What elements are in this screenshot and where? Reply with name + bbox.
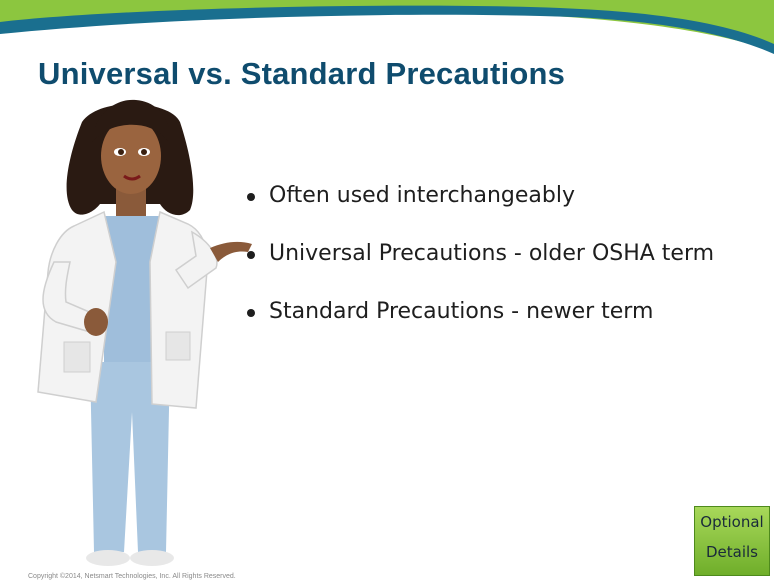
bullet-item: Often used interchangeably [247,178,714,214]
details-label: Details [705,543,758,561]
bullet-dot [247,309,255,317]
bullet-text: Standard Precautions - newer term [269,299,654,324]
bullet-text: Often used interchangeably [269,183,575,208]
optional-label: Optional [700,513,764,531]
bullet-dot [247,251,255,259]
doctor-illustration [37,99,252,566]
bullet-dot [247,193,255,201]
bullet-text: Universal Precautions - older OSHA term [269,241,715,266]
header-swoosh [0,0,774,54]
bullet-item: Universal Precautions - older OSHA term [247,236,714,272]
bullet-list: Often used interchangeably Universal Pre… [247,178,714,330]
copyright-text: Copyright ©2014, Netsmart Technologies, … [28,573,236,580]
optional-details-button[interactable]: Optional Details [694,506,770,576]
bullet-item: Standard Precautions - newer term [247,294,714,330]
slide-title: Universal vs. Standard Precautions [38,56,566,91]
